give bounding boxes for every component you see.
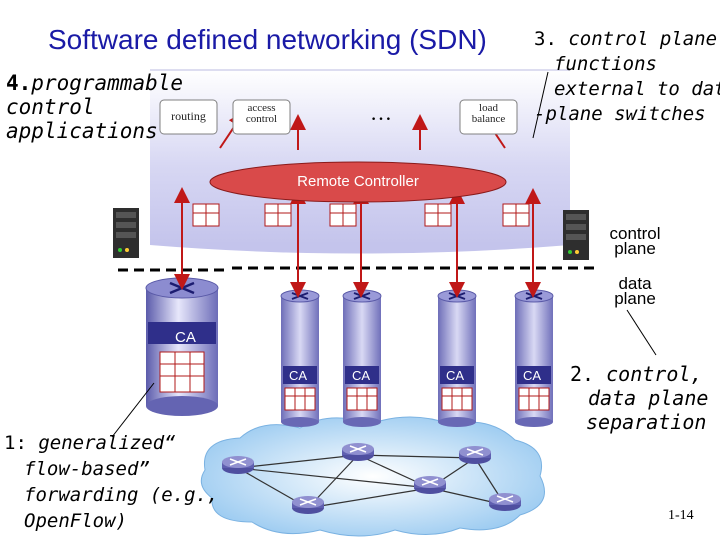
annotation-number: 4. <box>6 71 32 95</box>
annotation-line: flow-based” <box>24 458 150 480</box>
ca-label-large: CA <box>175 329 196 346</box>
annotation-line: -plane switches <box>534 103 706 125</box>
switch-towers <box>280 289 554 427</box>
annotation-number: 3. <box>534 28 557 50</box>
ca-label: CA <box>352 368 371 383</box>
annotation-line: control, <box>606 362 703 386</box>
plane-label-line: control <box>609 224 661 243</box>
data-plane-label: data plane <box>598 274 672 308</box>
controller-arrows <box>174 111 541 298</box>
plane-label-line: data <box>618 274 652 293</box>
annotation-plane-separation: 2. control, data plane separation <box>570 362 708 434</box>
annotation-external-control: 3. control plane functions external to d… <box>534 27 720 127</box>
control-plane-label: control plane <box>598 224 672 258</box>
plane-label-line: plane <box>614 289 656 308</box>
annotation-line: external to dat <box>554 78 720 100</box>
remote-controller-label: Remote Controller <box>297 173 419 190</box>
control-flow-tables <box>192 203 530 227</box>
annotation-number: 2. <box>570 362 595 386</box>
annotation-line: OpenFlow) <box>24 510 127 532</box>
annotation-line: functions <box>554 53 657 75</box>
app-routing-label: routing <box>171 109 206 123</box>
annotation-number: 1: <box>4 432 27 454</box>
app-label-line: access <box>247 102 276 114</box>
switch-cylinder-large <box>145 277 219 416</box>
annotation-generalized-forwarding: 1: generalized“ flow-based” forwarding (… <box>4 430 218 534</box>
ca-label: CA <box>523 368 542 383</box>
annotation-line: applications <box>6 119 158 143</box>
server-icon-right <box>563 210 589 260</box>
app-access-control-label: access control <box>233 103 290 125</box>
annotation-line: programmable <box>31 71 184 95</box>
app-load-balance-label: load balance <box>460 103 517 125</box>
app-boxes <box>159 99 518 135</box>
server-icon-left <box>113 208 139 258</box>
annotation-line: separation <box>586 410 707 434</box>
app-label-line: control <box>245 113 278 125</box>
ca-label: CA <box>446 368 465 383</box>
slide-title: Software defined networking (SDN) <box>48 24 487 55</box>
annotation-pointers <box>111 71 657 438</box>
annotation-line: forwarding (e.g., <box>24 484 219 506</box>
app-ellipsis: … <box>370 100 392 125</box>
network-routers <box>222 443 521 514</box>
annotation-line: data plane <box>588 386 709 410</box>
app-label-line: balance <box>471 113 506 125</box>
annotation-programmable-apps: 4.programmable control applications <box>6 71 183 143</box>
annotation-line: control plane <box>568 28 718 50</box>
annotation-line: generalized“ <box>38 432 176 454</box>
annotation-line: control <box>6 95 95 119</box>
app-label-line: load <box>479 102 498 114</box>
slide-number: 1-14 <box>668 508 694 523</box>
ca-label: CA <box>289 368 308 383</box>
plane-label-line: plane <box>614 239 656 258</box>
remote-controller-ellipse <box>209 161 507 203</box>
